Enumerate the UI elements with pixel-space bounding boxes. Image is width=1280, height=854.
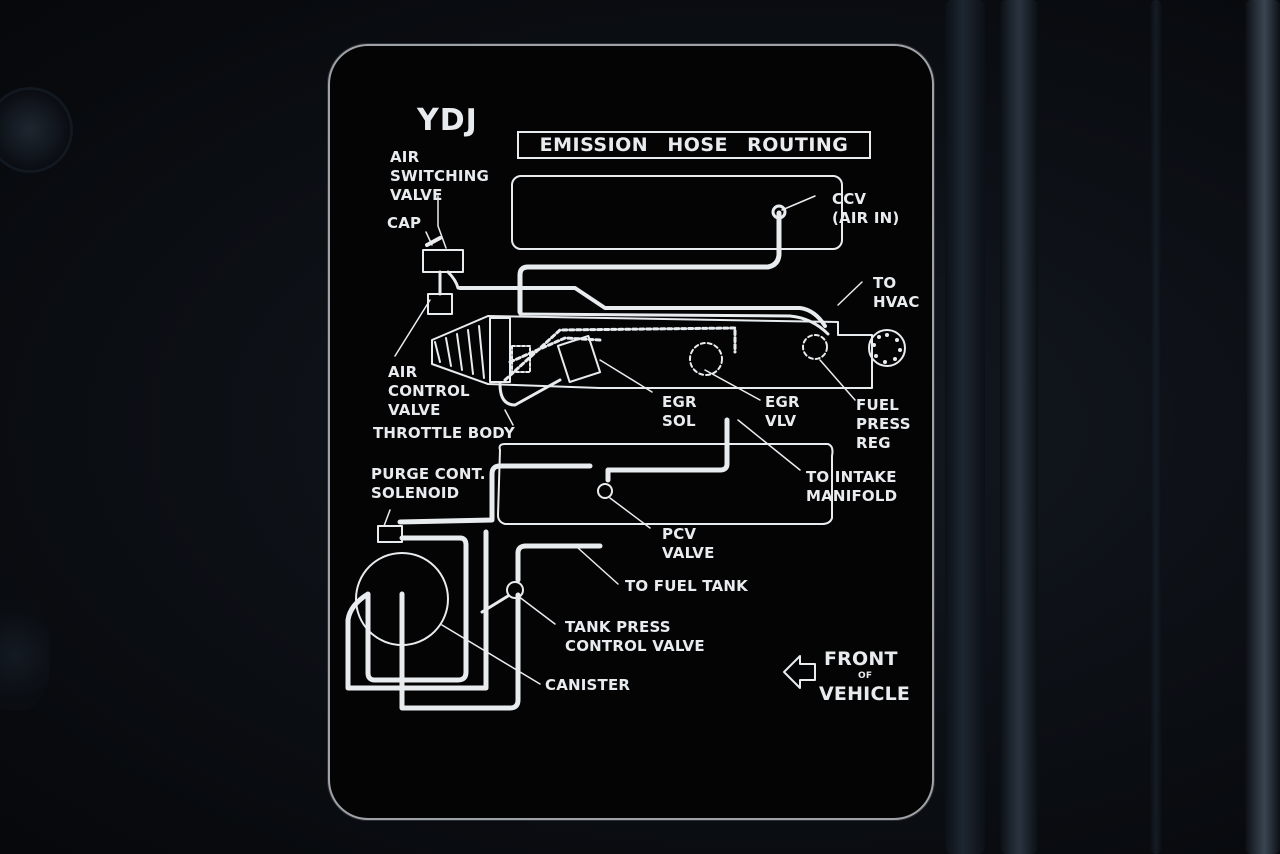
air-cleaner-outline [511,175,843,250]
air-control-valve-body [427,293,453,315]
of-label: OF [858,671,873,681]
air-switching-valve-body [422,249,464,273]
frame-rail [1245,0,1280,854]
frame-rail [945,0,985,854]
tank-press-valve-body [506,581,524,599]
front-arrow-outline [783,655,816,689]
purge-solenoid-body [377,525,403,543]
throttle-body [489,317,511,383]
callout-fuel-press-reg: FUEL PRESS REG [856,396,911,452]
throttle-hose [498,378,562,407]
callout-egr-sol: EGR SOL [662,393,697,430]
vehicle-label: VEHICLE [819,683,911,705]
ccv-hose [517,210,782,315]
round-component-pins [872,333,902,364]
callout-to-fuel-tank: TO FUEL TANK [625,577,748,595]
leader-lines [383,195,863,685]
bolt-hole [0,600,50,710]
round-component [868,329,906,367]
canister-loop-hose [345,529,489,691]
vacuum-hose-secondary [518,312,830,336]
frame-rail [1150,0,1162,854]
callout-pcv-valve: PCV VALVE [662,525,715,562]
callout-tank-press-control-valve: TANK PRESS CONTROL VALVE [565,618,705,655]
callout-cap: CAP [387,214,422,232]
bolt-head [0,90,70,170]
callout-purge-cont-solenoid: PURGE CONT. SOLENOID [371,465,486,502]
canister-vent-hose [399,591,521,711]
cap-stub [425,236,442,247]
egr-hose [503,326,737,382]
callout-egr-vlv: EGR VLV [765,393,800,430]
egr-sol-hose [508,336,602,364]
label-code: YDJ [417,103,478,138]
callout-air-switching-valve: AIR SWITCHING VALVE [390,148,489,204]
intake-plenum-outline [431,315,873,389]
canister-purge-hose [365,535,469,683]
callout-to-intake-manifold: TO INTAKE MANIFOLD [806,468,898,505]
callout-ccv: CCV (AIR IN) [832,190,900,227]
label-title: EMISSION HOSE ROUTING [517,131,871,159]
fuel-tank-hose [515,543,603,583]
callout-air-control-valve: AIR CONTROL VALVE [388,363,470,419]
front-label: FRONT [824,648,898,670]
frame-rail [1000,0,1038,854]
fuel-press-reg-body [802,334,828,360]
egr-sol-body [556,334,602,384]
intake-manifold-outline [497,443,834,525]
intake-vacuum-hose [605,417,730,483]
ccv-fitting [771,204,787,220]
callout-canister: CANISTER [545,676,631,694]
egr-valve-body [689,342,723,376]
purge-hose [397,463,593,525]
throttle-body-bellows [434,325,485,379]
callout-throttle-body: THROTTLE BODY [373,424,515,442]
throttle-sensor [511,345,531,373]
callout-to-hvac: TO HVAC [873,274,920,311]
pcv-fitting [597,483,613,499]
